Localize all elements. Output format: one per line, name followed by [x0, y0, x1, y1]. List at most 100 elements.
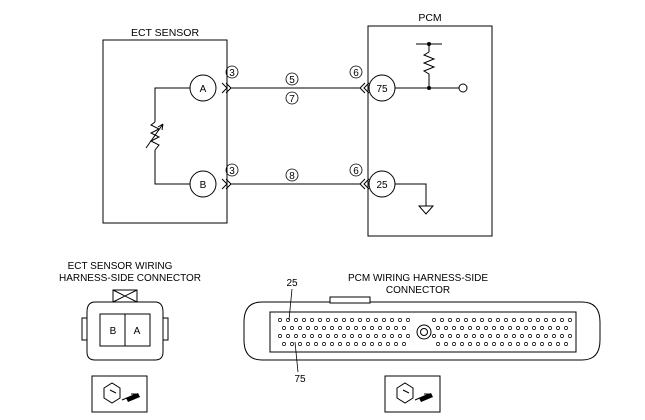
pcm-pin-cavity — [326, 318, 330, 322]
pcm-pin-cavity — [318, 334, 322, 338]
ref-left-b: 3 — [225, 163, 239, 177]
pcm-connector-tab — [329, 296, 371, 304]
pcm-pin-cavity — [484, 342, 488, 346]
pcm-pin-cavity — [532, 326, 536, 330]
pcm-pin-bottom-label: 75 — [294, 374, 306, 385]
pcm-pin-cavity — [322, 326, 326, 330]
pcm-pin-cavity — [528, 334, 532, 338]
pcm-pin-cavity — [432, 318, 436, 322]
pcm-signal-terminal-icon — [458, 83, 468, 93]
ref-wire-a-bottom: 7 — [285, 91, 299, 105]
ect-connector-caption-2: HARNESS-SIDE CONNECTOR — [59, 273, 201, 284]
pcm-pin-cavity — [302, 318, 306, 322]
ect-sensor-title: ECT SENSOR — [131, 27, 199, 39]
pcm-pin-cavity — [350, 334, 354, 338]
pcm-pin-cavity — [290, 326, 294, 330]
pcm-pin-cavity — [460, 342, 464, 346]
pcm-pin-cavity — [552, 318, 556, 322]
pcm-pin-cavity — [278, 334, 282, 338]
pcm-connector-bolt-inner — [420, 328, 428, 336]
ground-icon — [417, 205, 435, 215]
pcm-pin-cavity — [354, 326, 358, 330]
pcm-connector-caption-1: PCM WIRING HARNESS-SIDE — [348, 273, 488, 284]
pcm-pin-cavity — [334, 334, 338, 338]
pcm-pin-cavity — [318, 318, 322, 322]
ref-wire-b: 8 — [285, 168, 299, 182]
connector-view-arrow-icon — [103, 382, 137, 404]
ref-left-a: 3 — [225, 65, 239, 79]
pcm-pin-cavity — [564, 326, 568, 330]
pcm-pin-cavity — [512, 334, 516, 338]
pcm-pin-cavity — [346, 342, 350, 346]
pcm-pin-bottom-leader — [294, 341, 299, 373]
pcm-block: PCM 75 25 — [359, 12, 493, 237]
pcm-pin-cavity — [536, 334, 540, 338]
pcm-pin-cavity — [488, 318, 492, 322]
pcm-pin-cavity — [556, 342, 560, 346]
svg-text:3: 3 — [229, 68, 235, 79]
pcm-connector-caption-2: CONNECTOR — [386, 285, 450, 296]
pcm-pin-cavity — [488, 334, 492, 338]
pcm-pin-cavity — [366, 318, 370, 322]
ect-sensor-box — [102, 39, 228, 224]
pcm-pin-cavity — [472, 334, 476, 338]
pcm-pin-cavity — [374, 334, 378, 338]
pcm-pin-cavity — [484, 326, 488, 330]
pcm-pin-cavity — [496, 318, 500, 322]
pcm-pin-cavity — [278, 318, 282, 322]
pcm-pin-cavity — [568, 318, 572, 322]
pcm-pin-cavity — [326, 334, 330, 338]
pcm-pin-cavity — [452, 342, 456, 346]
pcm-pin-cavity — [500, 342, 504, 346]
pcm-pin-75-label: 75 — [376, 84, 388, 95]
pcm-pin-cavity — [338, 342, 342, 346]
pcm-pin-cavity — [508, 342, 512, 346]
pcm-pin-cavity — [406, 318, 410, 322]
pcm-pin-cavity — [306, 342, 310, 346]
pcm-pin-cavity — [456, 334, 460, 338]
ect-sensor-block: ECT SENSOR A B — [102, 27, 232, 224]
pcm-pin-cavity — [516, 342, 520, 346]
pcm-pin-cavity — [382, 334, 386, 338]
pcm-pin-cavity — [338, 326, 342, 330]
pcm-pin-cavity — [282, 342, 286, 346]
pcm-pin-cavity — [472, 318, 476, 322]
ect-internal-wire — [154, 87, 190, 185]
pcm-pin-cavity — [560, 318, 564, 322]
ref-wire-a-top: 5 — [285, 72, 299, 86]
pcm-pin-cavity — [390, 334, 394, 338]
pcm-pin-cavity — [302, 334, 306, 338]
pcm-connector-pin-grid — [278, 318, 572, 346]
pcm-pin-cavity — [294, 334, 298, 338]
pcm-pin-cavity — [520, 334, 524, 338]
pcm-pin-top-label: 25 — [286, 278, 298, 289]
svg-text:6: 6 — [353, 68, 359, 79]
pcm-supply-node — [427, 42, 431, 46]
pcm-pin-cavity — [476, 342, 480, 346]
pcm-pin-cavity — [556, 326, 560, 330]
pcm-pin-cavity — [298, 342, 302, 346]
ect-connector-ears — [81, 317, 169, 341]
pcm-pin-cavity — [346, 326, 350, 330]
pcm-pin-cavity — [448, 318, 452, 322]
pcm-pin-cavity — [390, 318, 394, 322]
svg-text:8: 8 — [289, 171, 295, 182]
pcm-pin-cavity — [398, 318, 402, 322]
pcm-pin-cavity — [492, 342, 496, 346]
pcm-pin-cavity — [290, 342, 294, 346]
pcm-pin-cavity — [386, 326, 390, 330]
pcm-pin-top-leader — [288, 288, 293, 321]
ect-cavity-b: B — [110, 326, 117, 337]
ect-connector-latch-x — [112, 289, 138, 303]
pcm-pin-cavity — [342, 334, 346, 338]
connector-view-icon-right — [384, 375, 441, 413]
pcm-pin-cavity — [448, 334, 452, 338]
pcm-pin-cavity — [378, 326, 382, 330]
pcm-pin-cavity — [544, 334, 548, 338]
pcm-pin-cavity — [286, 334, 290, 338]
pcm-pin-cavity — [460, 326, 464, 330]
pcm-pin-cavity — [540, 342, 544, 346]
ect-pin-a-label: A — [200, 84, 207, 95]
svg-text:3: 3 — [229, 166, 235, 177]
